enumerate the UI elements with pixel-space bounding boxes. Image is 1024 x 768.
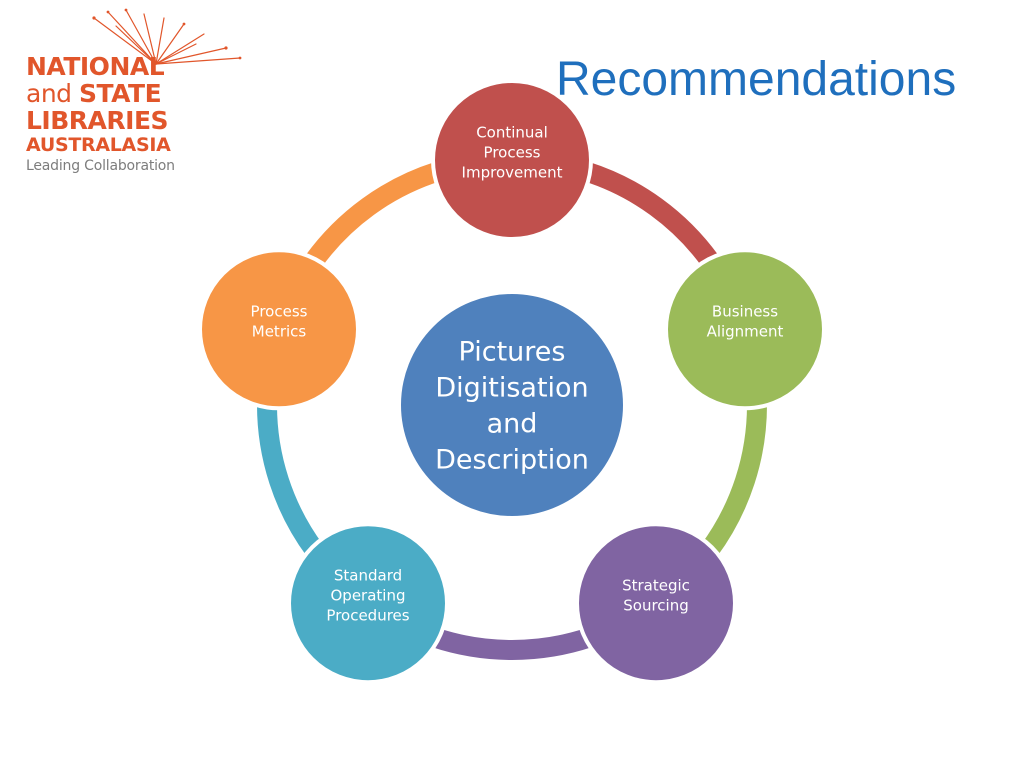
cycle-node-circle	[198, 248, 360, 411]
outer-nodes: ContinualProcessImprovementBusinessAlign…	[198, 79, 826, 685]
cycle-node-circle	[287, 522, 449, 685]
cycle-node-label: Process	[484, 143, 541, 161]
center-label: Pictures	[459, 336, 566, 367]
cycle-node-circle	[431, 79, 593, 241]
center-label: Description	[435, 444, 589, 475]
cycle-node-label: Strategic	[622, 577, 690, 595]
cycle-node-circle	[664, 248, 826, 411]
cycle-node-label: Metrics	[252, 323, 307, 341]
logo-line-australasia: AUSTRALASIA	[26, 134, 171, 156]
cycle-node-label: Operating	[331, 587, 406, 605]
logo-tagline: Leading Collaboration	[26, 158, 175, 174]
slide-title: Recommendations	[556, 53, 957, 106]
logo-line-and-state: and STATE	[26, 81, 175, 106]
logo-line-libraries: LIBRARIES	[26, 106, 169, 135]
cycle-node-label: Continual	[476, 123, 548, 141]
logo-burst-icon	[92, 8, 242, 65]
logo-line-national: NATIONAL	[26, 52, 165, 81]
logo-line-and: and	[26, 79, 79, 108]
cycle-node-label: Alignment	[707, 323, 784, 341]
logo-wordmark: NATIONAL and STATE LIBRARIES AUSTRALASIA…	[26, 54, 175, 173]
nsla-logo: NATIONAL and STATE LIBRARIES AUSTRALASIA…	[26, 8, 246, 178]
cycle-node-label: Procedures	[326, 607, 409, 625]
logo-line-state: STATE	[78, 79, 162, 108]
cycle-node-label: Standard	[334, 567, 402, 585]
cycle-node-label: Sourcing	[623, 597, 689, 615]
cycle-node-circle	[575, 522, 737, 685]
cycle-node-label: Improvement	[462, 163, 563, 181]
center-label: Digitisation	[435, 372, 588, 403]
center-circle	[397, 290, 627, 520]
cycle-node-label: Process	[251, 303, 308, 321]
center-label: and	[487, 408, 538, 439]
cycle-node-label: Business	[712, 303, 778, 321]
